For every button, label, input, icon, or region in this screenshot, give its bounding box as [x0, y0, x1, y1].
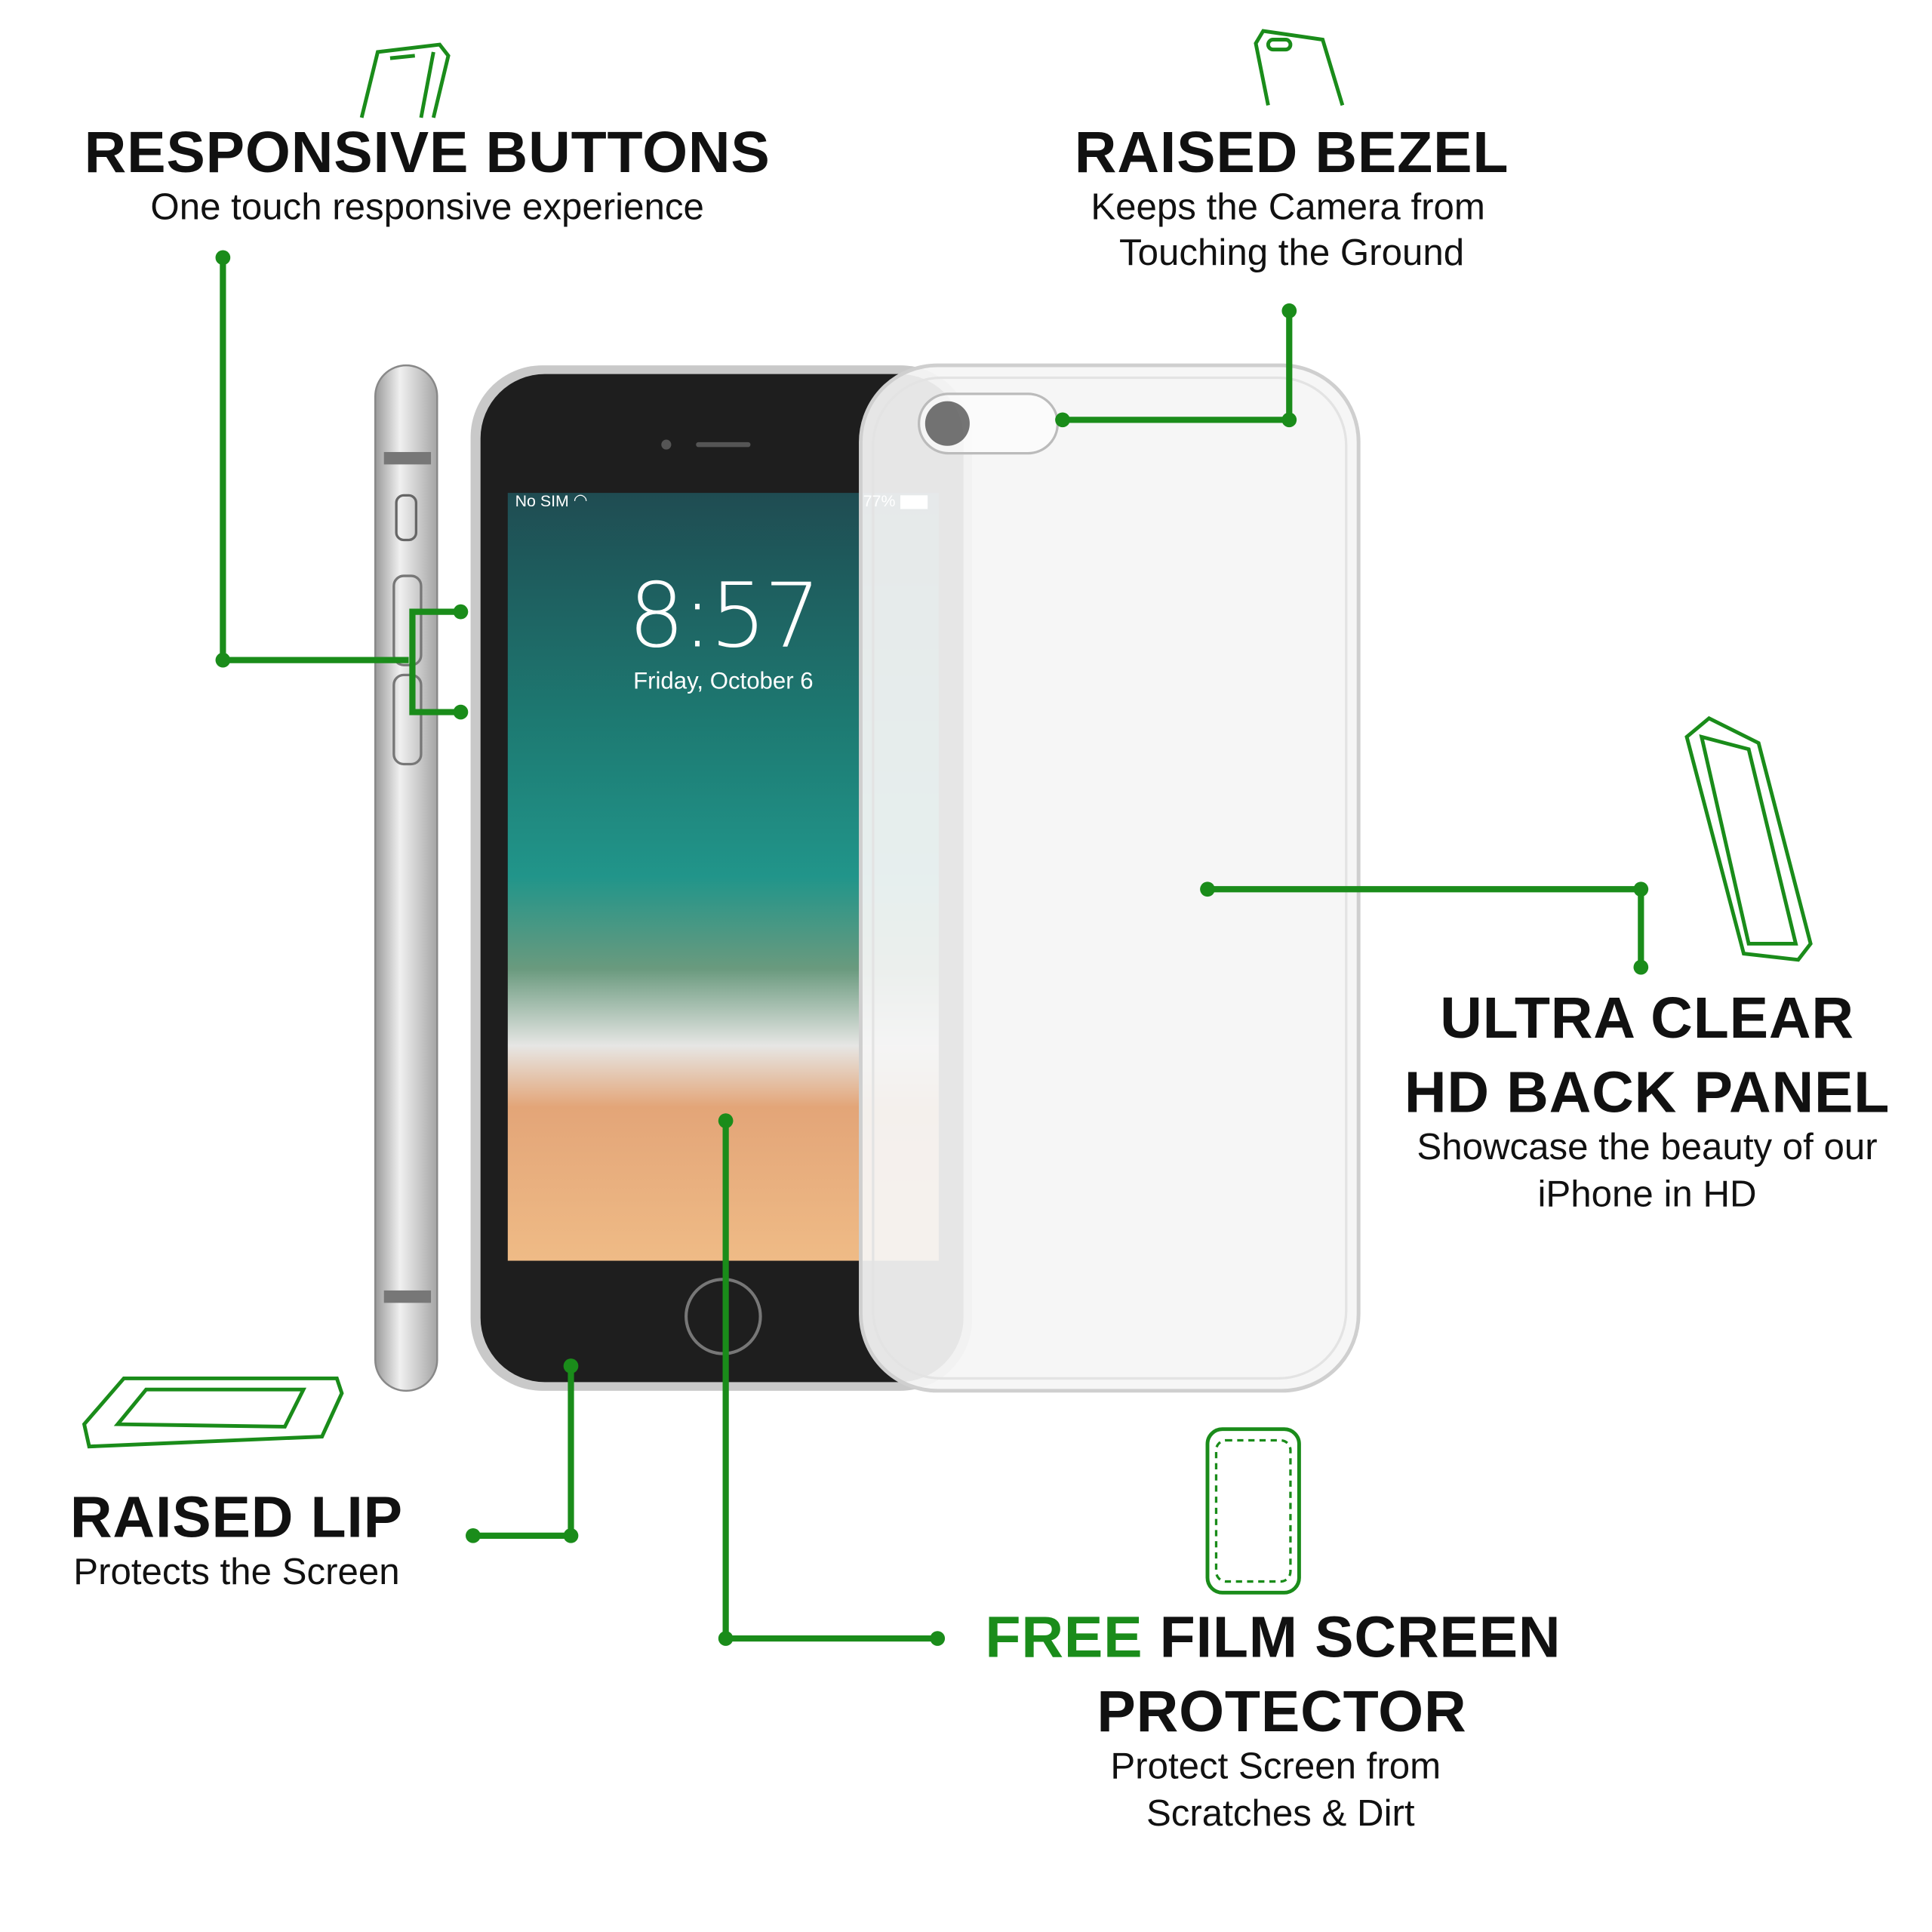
battery-icon: [900, 495, 928, 509]
phone-side-icon: [359, 42, 451, 118]
raised-lip-subtitle: Protects the Screen: [73, 1552, 400, 1593]
phone-side-view: [374, 364, 438, 1392]
carrier-label: No SIM: [515, 491, 569, 511]
raised-bezel-subtitle-2: Touching the Ground: [1119, 232, 1465, 274]
ultra-clear-subtitle-2: iPhone in HD: [1537, 1174, 1757, 1215]
free-highlight: FREE: [985, 1604, 1143, 1670]
phone-flat-icon: [82, 1376, 344, 1449]
raised-bezel-title: RAISED BEZEL: [1074, 118, 1509, 185]
phone-tilted-icon: [1684, 715, 1813, 962]
screen-protector-icon: [1205, 1427, 1301, 1595]
ultra-clear-title-1: ULTRA CLEAR: [1440, 984, 1854, 1051]
raised-lip-title: RAISED LIP: [69, 1483, 403, 1549]
clear-case: [859, 363, 1361, 1393]
raised-bezel-subtitle-1: Keeps the Camera from: [1091, 186, 1485, 228]
responsive-buttons-subtitle: One touch responsive experience: [150, 186, 704, 228]
responsive-buttons-title: RESPONSIVE BUTTONS: [84, 118, 771, 185]
lockscreen-time: 8:57: [628, 563, 820, 668]
title-rest: FILM SCREEN: [1143, 1604, 1561, 1670]
film-protector-title-2: PROTECTOR: [1097, 1678, 1467, 1744]
phone-back-camera-icon: [1254, 29, 1345, 106]
film-protector-subtitle-2: Scratches & Dirt: [1146, 1793, 1415, 1835]
film-protector-subtitle-1: Protect Screen from: [1110, 1746, 1441, 1787]
wifi-icon: ◠: [573, 490, 588, 509]
film-protector-title-1: FREE FILM SCREEN: [985, 1600, 1561, 1674]
lockscreen-date: Friday, October 6: [633, 669, 814, 695]
ultra-clear-title-2: HD BACK PANEL: [1404, 1059, 1890, 1125]
battery-percent: 77%: [863, 491, 896, 511]
ultra-clear-subtitle-1: Showcase the beauty of our: [1417, 1127, 1878, 1168]
